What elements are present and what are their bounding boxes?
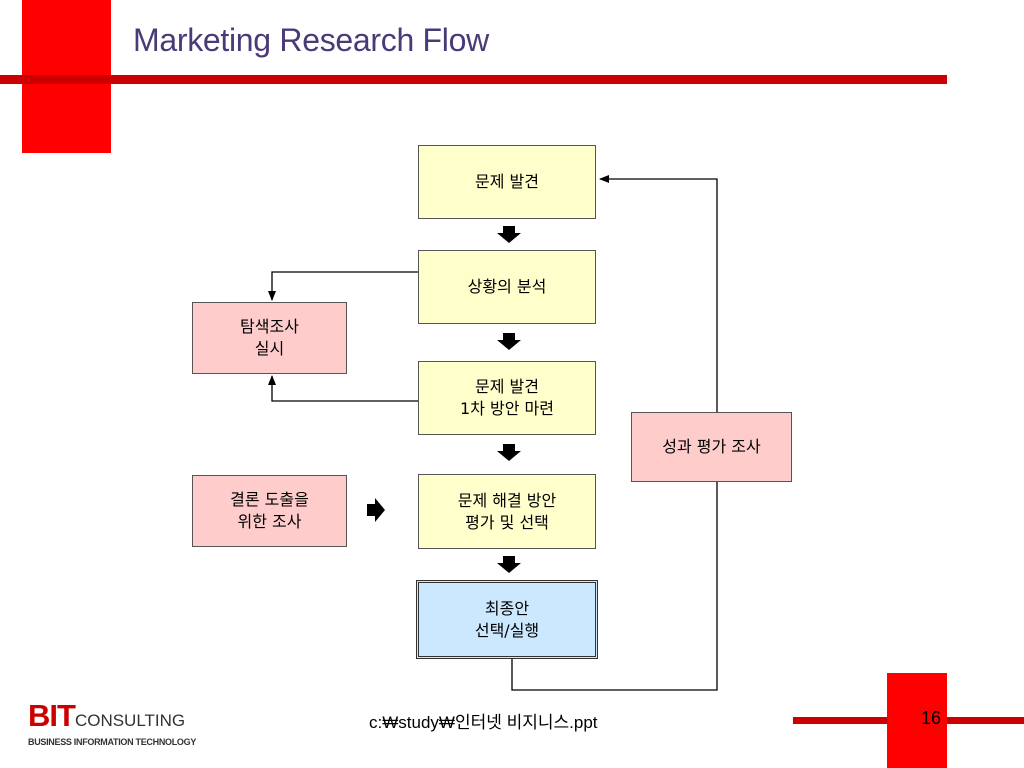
node-first-plan: 문제 발견 1차 방안 마련 — [418, 361, 596, 435]
node-situation-analysis-label: 상황의 분석 — [467, 277, 547, 296]
right-arrow — [367, 498, 385, 522]
node-final: 최종안 선택/실행 — [416, 580, 598, 659]
header-accent-line — [0, 75, 947, 84]
feedback-line — [511, 175, 718, 691]
logo-consulting-text: CONSULTING — [74, 711, 186, 730]
node-exploratory-line-1: 탐색조사 — [240, 317, 299, 336]
node-situation-analysis: 상황의 분석 — [418, 250, 596, 324]
node-evaluation-line-1: 문제 해결 방안 — [457, 490, 557, 510]
node-first-plan-line-1: 문제 발견 — [475, 377, 539, 396]
company-logo: BITCONSULTING BUSINESS INFORMATION TECHN… — [28, 700, 197, 747]
logo-bit-text: BIT — [28, 698, 76, 733]
node-performance-label: 성과 평가 조사 — [662, 437, 761, 456]
footer-accent-line-left — [793, 717, 887, 724]
down-arrow-3 — [497, 444, 521, 461]
footer-file-path: c:₩study₩인터넷 비지니스.ppt — [369, 713, 598, 732]
exploratory-in-line — [268, 375, 418, 402]
down-arrow-2 — [497, 333, 521, 350]
slide-title: Marketing Research Flow — [133, 22, 489, 58]
node-final-line-1: 최종안 — [484, 598, 530, 618]
node-conclusive-line-2: 위한 조사 — [237, 512, 302, 531]
footer-accent-line-right — [947, 717, 1024, 724]
node-exploratory-line-2: 실시 — [254, 339, 285, 358]
node-final-line-2: 선택/실행 — [474, 620, 540, 640]
node-evaluation-line-2: 평가 및 선택 — [465, 512, 549, 532]
node-first-plan-line-2: 1차 방안 마련 — [460, 399, 554, 418]
node-evaluation: 문제 해결 방안 평가 및 선택 — [418, 474, 596, 549]
node-problem-discovery: 문제 발견 — [418, 145, 596, 219]
page-number: 16 — [920, 708, 941, 728]
node-conclusive-line-1: 결론 도출을 — [230, 490, 309, 509]
logo-subtitle: BUSINESS INFORMATION TECHNOLOGY — [28, 737, 197, 747]
node-performance-evaluation: 성과 평가 조사 — [631, 412, 792, 482]
down-arrow-1 — [497, 226, 521, 243]
node-problem-discovery-label: 문제 발견 — [475, 172, 539, 191]
node-conclusive-research: 결론 도출을 위한 조사 — [192, 475, 347, 547]
exploratory-out-line — [268, 271, 418, 301]
footer-accent-block — [887, 673, 947, 768]
node-exploratory-research: 탐색조사 실시 — [192, 302, 347, 374]
down-arrow-4 — [497, 556, 521, 573]
